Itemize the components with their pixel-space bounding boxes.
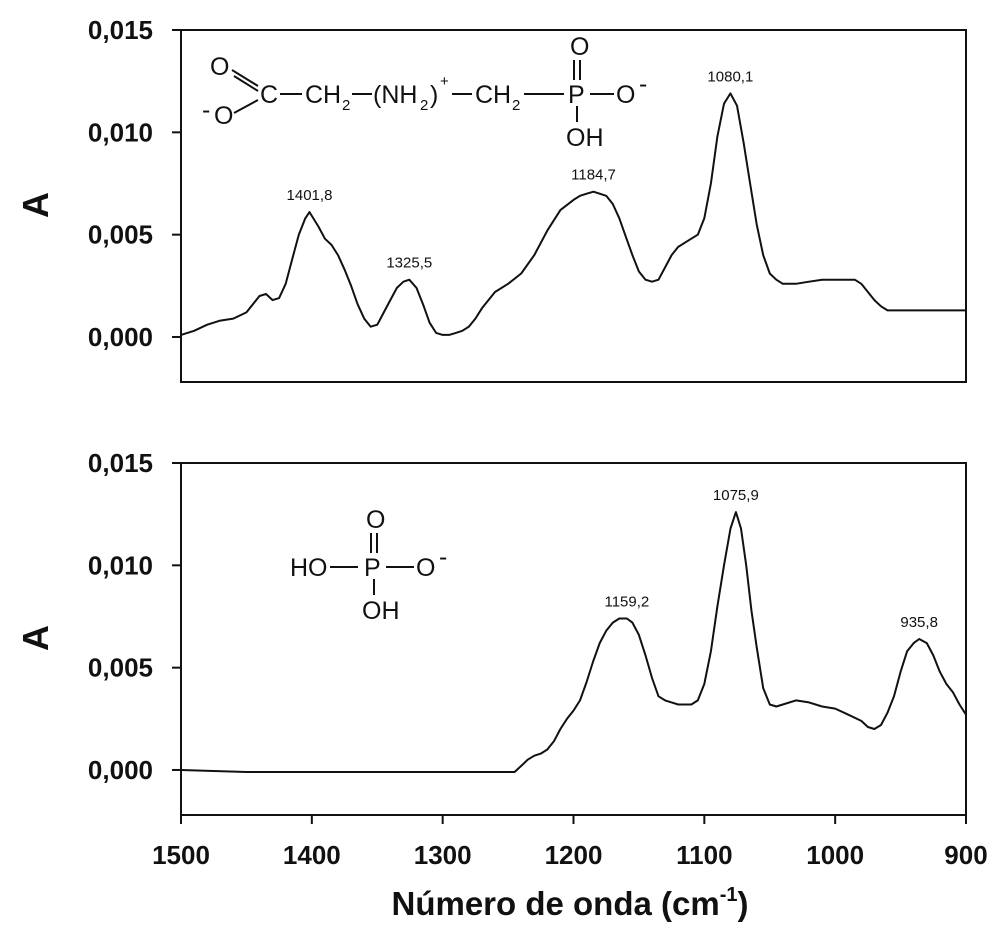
struct-top-sub3: 2 bbox=[512, 97, 520, 114]
y-tick-label-bot-2: 0,010 bbox=[88, 550, 153, 580]
x-axis-label-close: ) bbox=[738, 885, 749, 922]
peak-label-bot-1: 1075,9 bbox=[713, 487, 759, 504]
struct-top-sub2: 2 bbox=[420, 97, 428, 114]
x-tick-label-5: 1000 bbox=[806, 840, 864, 870]
struct-top-o1: O bbox=[210, 53, 229, 81]
y-tick-label-top-1: 0,005 bbox=[88, 220, 153, 250]
y-tick-label-bot-3: 0,015 bbox=[88, 448, 153, 478]
x-axis-tick-labels: 1500 1400 1300 1200 1100 1000 900 bbox=[152, 840, 988, 870]
struct-bot-minus: - bbox=[439, 543, 447, 571]
struct-top-c: C bbox=[260, 81, 278, 109]
y-tick-label-top-3: 0,015 bbox=[88, 15, 153, 45]
series-line-top bbox=[180, 92, 966, 336]
y-axis-tick-labels-bottom: 0,000 0,005 0,010 0,015 bbox=[88, 448, 153, 785]
struct-bot-ho: HO bbox=[290, 554, 328, 582]
peak-label-top-1: 1325,5 bbox=[386, 255, 432, 272]
struct-bot-p: P bbox=[364, 554, 381, 582]
plot-frame-top bbox=[180, 29, 967, 383]
peak-labels-bottom: 1159,2 1075,9 935,8 bbox=[604, 487, 937, 631]
struct-top-bond1 bbox=[231, 69, 259, 87]
peak-label-top-0: 1401,8 bbox=[287, 187, 333, 204]
y-axis-label-top: A bbox=[15, 192, 56, 218]
struct-top-o2: O bbox=[616, 81, 635, 109]
struct-top-minus1: - bbox=[639, 70, 647, 98]
struct-top-bond9 bbox=[233, 99, 259, 114]
struct-top-plus: + bbox=[440, 73, 449, 90]
struct-top-bond1b bbox=[233, 75, 259, 92]
structure-phosphate: O HO P O - OH bbox=[290, 506, 447, 625]
y-tick-label-bot-1: 0,005 bbox=[88, 653, 153, 683]
struct-top-oh: OH bbox=[566, 124, 604, 152]
y-axis-tick-labels-top: 0,000 0,005 0,010 0,015 bbox=[88, 15, 153, 352]
x-tick-label-0: 1500 bbox=[152, 840, 210, 870]
y-axis-label-bottom: A bbox=[15, 625, 56, 651]
peak-label-top-3: 1080,1 bbox=[707, 68, 753, 85]
chart-bottom: 0,000 0,005 0,010 0,015 1500 1400 1300 1200 110… bbox=[15, 448, 988, 870]
struct-bot-oh: OH bbox=[362, 597, 400, 625]
peak-labels-top: 1401,8 1325,5 1184,7 1080,1 bbox=[287, 68, 754, 271]
structure-glyphosate: O C CH 2 (NH 2 ) + CH 2 P O - O OH - bbox=[202, 33, 647, 152]
struct-top-sub1: 2 bbox=[342, 97, 350, 114]
struct-top-ch2b: CH bbox=[475, 81, 511, 109]
struct-top-minus2: - bbox=[202, 96, 210, 124]
x-axis-label-text: Número de onda (cm bbox=[391, 885, 719, 922]
x-axis-ticks bbox=[180, 815, 967, 824]
x-tick-label-3: 1200 bbox=[545, 840, 603, 870]
plot-frame-bottom bbox=[180, 462, 967, 816]
chart-top: 0,000 0,005 0,010 0,015 A 1401,8 1325,5 1184,… bbox=[15, 15, 967, 383]
peak-label-bot-0: 1159,2 bbox=[604, 594, 649, 611]
struct-bot-o1: O bbox=[366, 506, 385, 534]
x-axis-label-superscript: -1 bbox=[720, 884, 738, 906]
y-axis-ticks-top bbox=[172, 29, 181, 338]
y-tick-label-bot-0: 0,000 bbox=[88, 755, 153, 785]
struct-top-paren: ) bbox=[430, 81, 438, 109]
series-line-bottom bbox=[180, 511, 967, 773]
struct-top-ch2a: CH bbox=[305, 81, 341, 109]
struct-top-nh2: (NH bbox=[373, 81, 417, 109]
x-tick-label-1: 1400 bbox=[283, 840, 341, 870]
y-tick-label-top-2: 0,010 bbox=[88, 117, 153, 147]
x-tick-label-4: 1100 bbox=[676, 840, 732, 870]
x-tick-label-6: 900 bbox=[944, 840, 987, 870]
x-tick-label-2: 1300 bbox=[414, 840, 472, 870]
y-tick-label-top-0: 0,000 bbox=[88, 322, 153, 352]
peak-label-top-2: 1184,7 bbox=[571, 167, 616, 184]
struct-top-o3: O bbox=[570, 33, 589, 61]
struct-top-o4: O bbox=[214, 102, 233, 130]
x-axis-label: Número de onda (cm-1) bbox=[391, 884, 748, 922]
peak-label-bot-2: 935,8 bbox=[900, 614, 938, 631]
struct-top-p: P bbox=[568, 81, 585, 109]
struct-bot-o2: O bbox=[416, 554, 435, 582]
y-axis-ticks-bottom bbox=[172, 462, 181, 771]
